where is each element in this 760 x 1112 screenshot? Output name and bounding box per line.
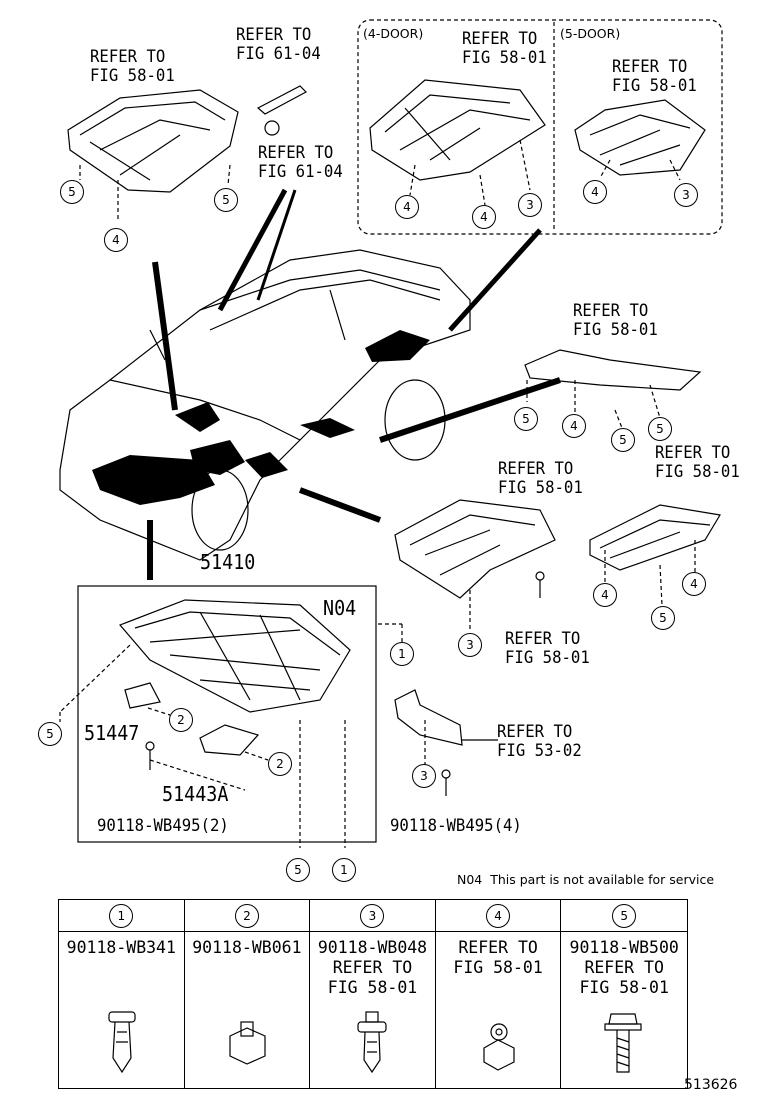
- floor-undercover-5door: [574, 99, 706, 176]
- callout-3[interactable]: 3: [674, 183, 698, 207]
- refer-fig-58-01-below-center[interactable]: REFER TO FIG 58-01: [505, 629, 590, 668]
- engine-undercover-51410: [118, 599, 351, 713]
- callout-2[interactable]: 2: [169, 708, 193, 732]
- refer-fig-58-01-right-mid[interactable]: REFER TO FIG 58-01: [573, 301, 658, 340]
- center-floor-cover: [394, 499, 556, 599]
- refer-fig-58-01-5door[interactable]: REFER TO FIG 58-01: [612, 57, 697, 96]
- bolt-part-left[interactable]: 90118-WB495(2): [97, 816, 229, 836]
- bolt-icon: [604, 1013, 642, 1073]
- part-number-51410[interactable]: 51410: [200, 550, 256, 574]
- bracket-53-02: [394, 689, 463, 746]
- callout-5: 5: [612, 904, 637, 928]
- callout-5[interactable]: 5: [611, 428, 635, 452]
- callout-3: 3: [360, 904, 385, 928]
- clip-strip: [256, 85, 307, 115]
- legend-part-2[interactable]: 90118-WB061: [192, 938, 302, 957]
- legend-part-5[interactable]: 90118-WB500 REFER TO FIG 58-01: [569, 938, 679, 997]
- bolt-part-right[interactable]: 90118-WB495(4): [390, 816, 522, 836]
- four-door-label: (4-DOOR): [363, 26, 424, 41]
- legend-header-1: 1: [59, 900, 185, 932]
- floor-undercover-4door: [369, 79, 546, 181]
- part-number-51447[interactable]: 51447: [84, 721, 140, 745]
- front-undercover-left: [67, 89, 239, 193]
- car-body: [59, 249, 471, 561]
- callout-3[interactable]: 3: [458, 633, 482, 657]
- legend-header-3: 3: [310, 900, 436, 932]
- legend-header-5: 5: [561, 900, 687, 932]
- part-number-n04: N04: [323, 596, 357, 620]
- five-door-label: (5-DOOR): [560, 26, 621, 41]
- part-51447-shape: [124, 682, 161, 709]
- legend-cell-2: 90118-WB061: [185, 932, 311, 1088]
- refer-fig-58-01-center-right[interactable]: REFER TO FIG 58-01: [498, 459, 583, 498]
- legend-header-4: 4: [435, 900, 562, 932]
- refer-fig-53-02[interactable]: REFER TO FIG 53-02: [497, 722, 582, 761]
- callout-5[interactable]: 5: [38, 722, 62, 746]
- refer-fig-61-04-top[interactable]: REFER TO FIG 61-04: [236, 25, 321, 64]
- callout-1: 1: [109, 904, 134, 928]
- callout-5[interactable]: 5: [648, 417, 672, 441]
- rear-undercover: [524, 349, 702, 391]
- callout-3[interactable]: 3: [412, 764, 436, 788]
- callout-5[interactable]: 5: [286, 858, 310, 882]
- legend-part-3[interactable]: 90118-WB048 REFER TO FIG 58-01: [317, 938, 428, 997]
- callout-3[interactable]: 3: [518, 193, 542, 217]
- refer-fig-58-01-far-right[interactable]: REFER TO FIG 58-01: [655, 443, 740, 482]
- refer-fig-58-01-top-left[interactable]: REFER TO FIG 58-01: [90, 47, 175, 86]
- refer-fig-61-04-mid[interactable]: REFER TO FIG 61-04: [258, 143, 343, 182]
- legend-cell-4: REFER TO FIG 58-01: [436, 932, 562, 1088]
- legend-part-1[interactable]: 90118-WB341: [66, 938, 176, 957]
- legend-cell-5: 90118-WB500 REFER TO FIG 58-01: [561, 932, 687, 1088]
- callout-4[interactable]: 4: [395, 195, 419, 219]
- callout-4[interactable]: 4: [583, 180, 607, 204]
- assembly-51410-frame: [77, 585, 377, 843]
- callout-5[interactable]: 5: [651, 606, 675, 630]
- diagram-id: 513626: [684, 1077, 738, 1093]
- refer-fig-58-01-4door[interactable]: REFER TO FIG 58-01: [462, 29, 547, 68]
- fastener-legend-table: 1 2 3 4 5 90118-WB341 90118-WB061 90118-…: [58, 899, 688, 1089]
- side-floor-cover: [589, 504, 721, 571]
- clip-icon: [357, 1011, 387, 1074]
- callout-2: 2: [234, 904, 259, 928]
- callout-4: 4: [486, 904, 511, 928]
- legend-header-2: 2: [184, 900, 311, 932]
- callout-4[interactable]: 4: [682, 572, 706, 596]
- nut-icon: [483, 1023, 515, 1071]
- clip-icon: [108, 1011, 136, 1074]
- legend-part-4[interactable]: REFER TO FIG 58-01: [453, 938, 543, 977]
- callout-5[interactable]: 5: [60, 180, 84, 204]
- n04-service-note: N04 This part is not available for servi…: [457, 872, 715, 887]
- callout-5[interactable]: 5: [514, 407, 538, 431]
- legend-cell-3: 90118-WB048 REFER TO FIG 58-01: [310, 932, 436, 1088]
- door-variant-frame: [357, 19, 723, 235]
- callout-4[interactable]: 4: [472, 205, 496, 229]
- callout-2[interactable]: 2: [268, 752, 292, 776]
- callout-5[interactable]: 5: [214, 188, 238, 212]
- callout-1[interactable]: 1: [332, 858, 356, 882]
- nut-clip-icon: [228, 1021, 266, 1065]
- legend-cell-1: 90118-WB341: [59, 932, 185, 1088]
- callout-4[interactable]: 4: [593, 583, 617, 607]
- callout-4[interactable]: 4: [562, 414, 586, 438]
- part-51443a-shape: [199, 724, 260, 756]
- callout-1[interactable]: 1: [390, 642, 414, 666]
- part-number-51443a[interactable]: 51443A: [162, 782, 229, 806]
- callout-4[interactable]: 4: [104, 228, 128, 252]
